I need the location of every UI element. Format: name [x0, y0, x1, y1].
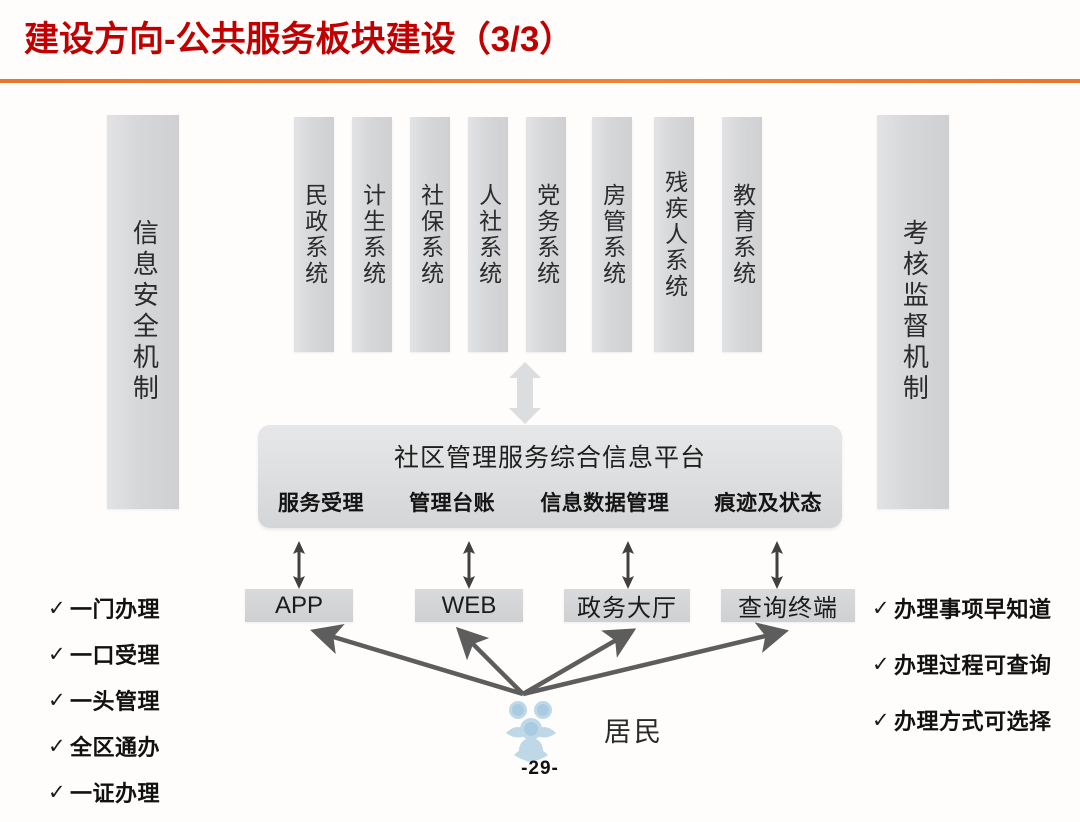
platform-modules: 服务受理 管理台账 信息数据管理 痕迹及状态	[270, 487, 830, 517]
community-platform-box[interactable]: 社区管理服务综合信息平台 服务受理 管理台账 信息数据管理 痕迹及状态	[258, 425, 842, 528]
benefit-left-item-1[interactable]: ✓ 一口受理	[48, 638, 160, 670]
benefit-left-label-4: 一证办理	[70, 781, 161, 806]
system-box-4[interactable]: 党务系统	[526, 117, 566, 352]
system-box-0[interactable]: 民政系统	[294, 117, 334, 352]
benefit-left-label-0: 一门办理	[70, 597, 161, 622]
check-icon: ✓	[48, 596, 66, 620]
channel-label-government-hall: 政务大厅	[577, 596, 677, 622]
system-2-label: 社保系统	[417, 182, 443, 287]
benefit-right-item-1[interactable]: ✓ 办理过程可查询	[872, 648, 1052, 680]
channel-label-query-terminal: 查询终端	[738, 596, 838, 622]
platform-title: 社区管理服务综合信息平台	[393, 445, 706, 472]
benefit-right-label-2: 办理方式可选择	[894, 709, 1052, 734]
pillar-right-label: 考核监督机制	[899, 219, 929, 405]
arrow-to-kiosk	[522, 622, 790, 697]
system-6-label: 残疾人系统	[661, 169, 687, 300]
system-box-6[interactable]: 残疾人系统	[654, 117, 694, 352]
benefit-right-item-2[interactable]: ✓ 办理方式可选择	[872, 704, 1052, 736]
page-title: 建设方向-公共服务板块建设（3/3）	[24, 20, 575, 59]
arrow-to-app	[310, 623, 524, 697]
system-3-label: 人社系统	[475, 182, 501, 287]
channel-label-app: APP	[274, 591, 324, 619]
system-box-2[interactable]: 社保系统	[410, 117, 450, 352]
system-7-text-wrap: 教育系统	[722, 117, 762, 352]
system-1-label: 计生系统	[359, 182, 385, 287]
system-3-text-wrap: 人社系统	[468, 117, 508, 352]
pillar-assessment-supervision[interactable]: 考核监督机制	[877, 115, 949, 509]
check-icon: ✓	[872, 652, 890, 676]
check-icon: ✓	[48, 780, 66, 804]
system-6-text-wrap: 残疾人系统	[654, 117, 694, 352]
check-icon: ✓	[48, 642, 66, 666]
arrow-to-web	[455, 626, 525, 696]
benefit-right-label-0: 办理事项早知道	[894, 597, 1052, 622]
benefit-left-item-3[interactable]: ✓ 全区通办	[48, 730, 160, 762]
title-divider	[0, 79, 1080, 83]
check-icon: ✓	[872, 708, 890, 732]
platform-module-0[interactable]: 服务受理	[278, 492, 364, 515]
benefits-left-list: ✓ 一门办理 ✓ 一口受理 ✓ 一头管理 ✓ 全区通办 ✓ 一证办理	[48, 592, 160, 822]
pillar-left-label: 信息安全机制	[129, 219, 159, 405]
channel-box-government-hall[interactable]: 政务大厅	[564, 589, 690, 622]
system-4-label: 党务系统	[533, 182, 559, 287]
benefit-left-label-3: 全区通办	[70, 735, 161, 760]
system-1-text-wrap: 计生系统	[352, 117, 392, 352]
check-icon: ✓	[48, 688, 66, 712]
system-0-text-wrap: 民政系统	[294, 117, 334, 352]
benefit-right-item-0[interactable]: ✓ 办理事项早知道	[872, 592, 1052, 624]
pillar-information-security[interactable]: 信息安全机制	[107, 115, 179, 509]
benefit-left-label-2: 一头管理	[70, 689, 161, 714]
system-5-text-wrap: 房管系统	[592, 117, 632, 352]
connector-arrow-hall-icon	[622, 541, 634, 589]
system-5-label: 房管系统	[599, 182, 625, 287]
check-icon: ✓	[48, 734, 66, 758]
channel-box-app[interactable]: APP	[245, 589, 353, 622]
platform-module-1[interactable]: 管理台账	[409, 492, 496, 515]
system-2-text-wrap: 社保系统	[410, 117, 450, 352]
channel-label-web: WEB	[441, 591, 497, 619]
connector-arrow-app-icon	[293, 541, 305, 589]
arrow-to-hall	[521, 628, 637, 696]
system-box-7[interactable]: 教育系统	[722, 117, 762, 352]
people-group-icon	[506, 701, 556, 762]
system-box-1[interactable]: 计生系统	[352, 117, 392, 352]
system-7-label: 教育系统	[729, 182, 755, 287]
check-icon: ✓	[872, 596, 890, 620]
benefit-left-item-0[interactable]: ✓ 一门办理	[48, 592, 160, 624]
benefit-right-label-1: 办理过程可查询	[894, 653, 1052, 678]
connector-arrow-kiosk-icon	[771, 541, 783, 589]
system-box-3[interactable]: 人社系统	[468, 117, 508, 352]
benefits-right-list: ✓ 办理事项早知道 ✓ 办理过程可查询 ✓ 办理方式可选择	[872, 592, 1052, 760]
pillar-left-text-wrap: 信息安全机制	[107, 115, 179, 509]
benefit-left-item-2[interactable]: ✓ 一头管理	[48, 684, 160, 716]
connector-arrow-web-icon	[463, 541, 475, 589]
double-arrow-up-down-icon	[509, 362, 541, 424]
system-0-label: 民政系统	[301, 182, 327, 287]
page-number: -29-	[521, 758, 559, 779]
benefit-left-label-1: 一口受理	[70, 643, 161, 668]
channel-box-web[interactable]: WEB	[415, 589, 523, 622]
platform-module-3[interactable]: 痕迹及状态	[714, 492, 822, 515]
benefit-left-item-4[interactable]: ✓ 一证办理	[48, 776, 160, 808]
resident-label: 居民	[604, 717, 664, 747]
channel-box-query-terminal[interactable]: 查询终端	[721, 589, 855, 622]
system-4-text-wrap: 党务系统	[526, 117, 566, 352]
system-box-5[interactable]: 房管系统	[592, 117, 632, 352]
pillar-right-text-wrap: 考核监督机制	[877, 115, 949, 509]
platform-module-2[interactable]: 信息数据管理	[540, 492, 670, 515]
